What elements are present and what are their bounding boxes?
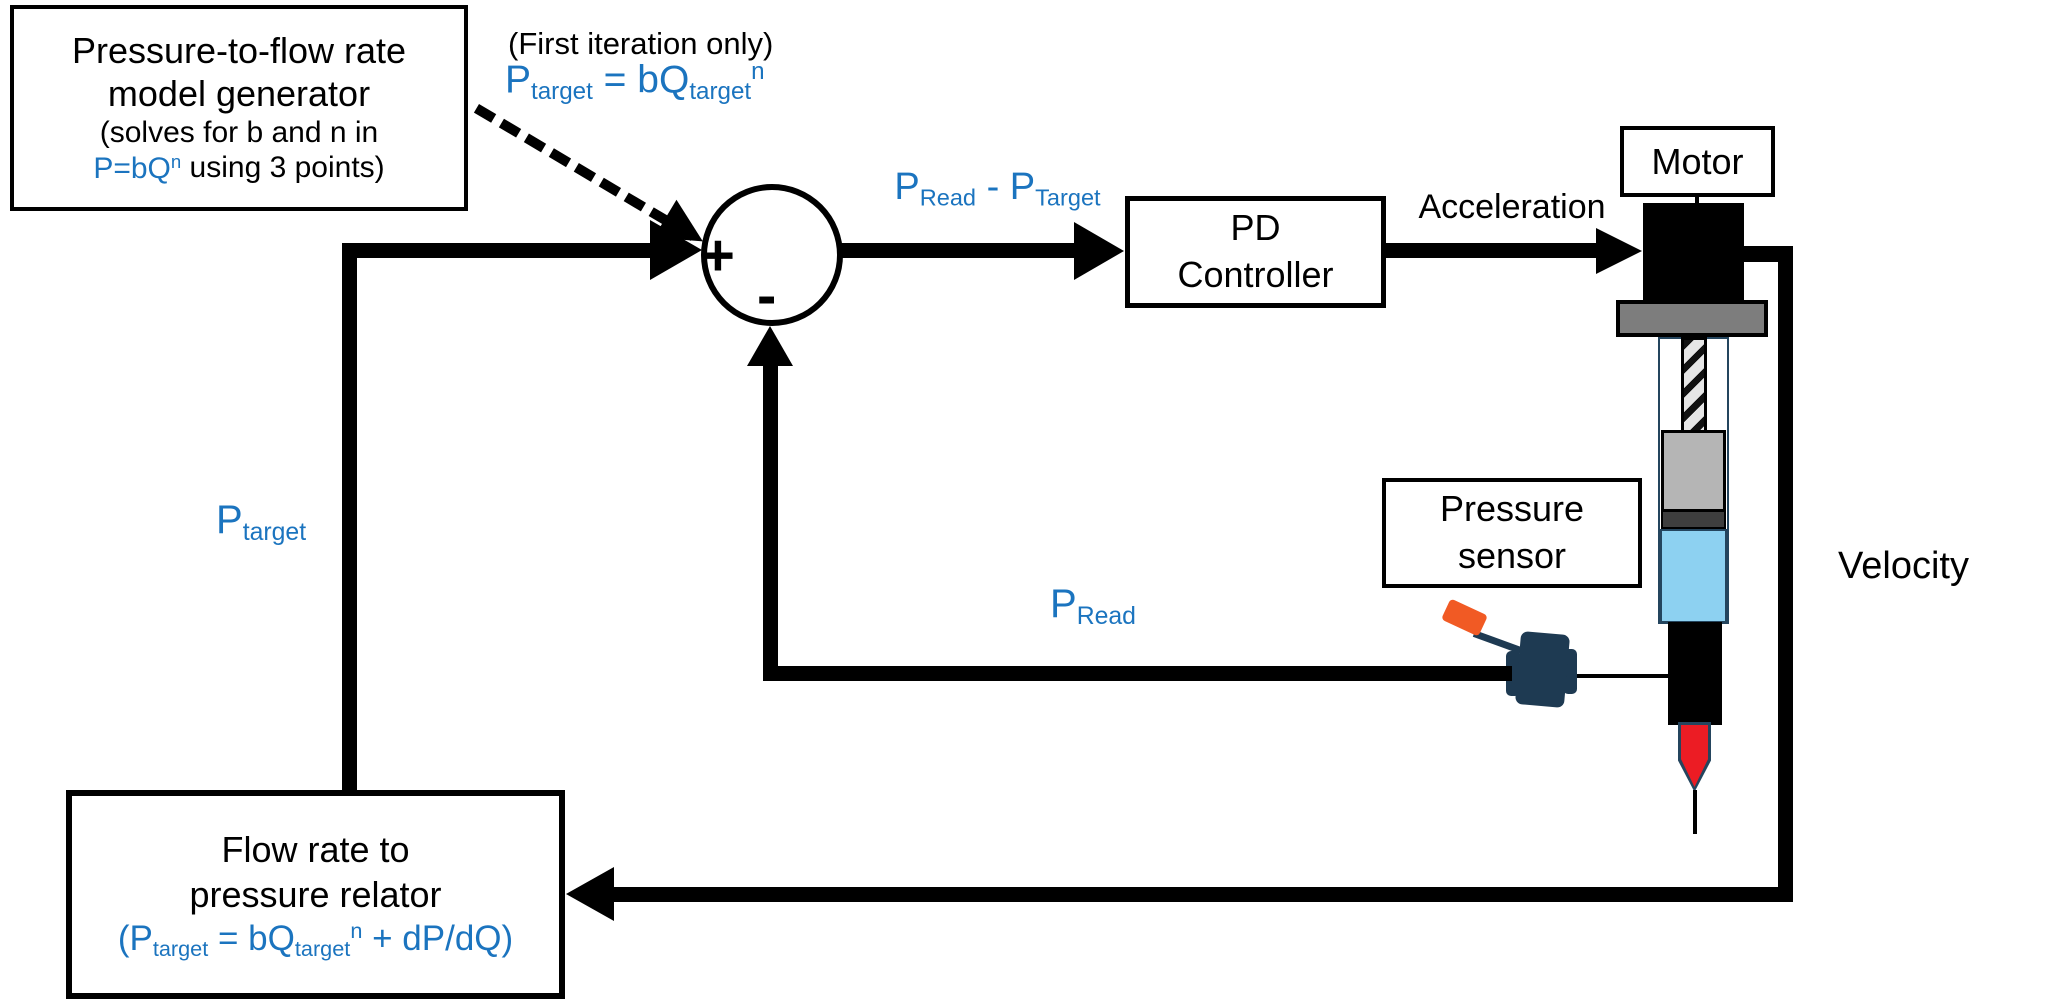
pd-controller-line1: PD: [1230, 207, 1281, 249]
sensor-to-syringe-line: [1577, 674, 1670, 678]
acceleration-arrow-head: [1596, 228, 1642, 274]
summing-junction: [701, 184, 843, 326]
velocity-label: Velocity: [1838, 545, 1969, 587]
flow-relator-line1: Flow rate to: [221, 828, 410, 870]
motor-body: [1643, 203, 1744, 303]
motor-label-box: Motor: [1620, 126, 1775, 197]
model-generator-box: Pressure-to-flow rate model generator (s…: [10, 5, 468, 211]
p-read-line-horizontal: [763, 666, 1512, 681]
syringe-liquid: [1660, 529, 1727, 623]
model-generator-line4: P=bQn using 3 points): [93, 150, 385, 185]
pressure-sensor-cap: [1441, 598, 1488, 637]
p-read-line-vertical: [763, 364, 778, 681]
pd-controller-box: PD Controller: [1125, 196, 1386, 308]
needle: [1693, 790, 1697, 834]
p-target-label: Ptarget: [216, 498, 307, 546]
lead-screw: [1681, 337, 1707, 433]
motor-connector-line: [1695, 197, 1699, 205]
pressure-sensor-box: Pressure sensor: [1382, 478, 1642, 588]
velocity-line-bottom: [608, 887, 1793, 902]
model-generator-line2: model generator: [107, 72, 371, 114]
p-target-line-vertical: [342, 243, 357, 792]
flow-relator-equation: (Ptarget = bQtargetn + dP/dQ): [117, 917, 514, 961]
plunger: [1661, 430, 1726, 512]
motor-label: Motor: [1651, 140, 1744, 182]
p-read-label: PRead: [1050, 582, 1136, 630]
first-iteration-note: (First iteration only): [508, 26, 774, 61]
velocity-arrow-head: [566, 867, 614, 921]
needle-tip: [1678, 722, 1711, 792]
plunger-stopper: [1661, 510, 1726, 529]
minus-sign: -: [757, 263, 777, 328]
acceleration-label: Acceleration: [1418, 188, 1606, 226]
error-signal-line: [838, 243, 1078, 258]
flow-relator-box: Flow rate to pressure relator (Ptarget =…: [66, 790, 565, 999]
pump-flange: [1616, 300, 1768, 337]
plus-sign: +: [701, 223, 735, 288]
flow-relator-line2: pressure relator: [189, 873, 442, 915]
error-signal-label: PRead - PTarget: [894, 166, 1101, 211]
pressure-sensor-line1: Pressure: [1439, 488, 1585, 530]
model-generator-line3: (solves for b and n in: [99, 115, 379, 149]
needle-hub: [1668, 622, 1722, 725]
p-target-line-horizontal: [342, 243, 652, 258]
pressure-sensor-body: [1514, 631, 1571, 708]
error-signal-arrow-head: [1074, 222, 1124, 280]
first-iteration-equation: Ptarget = bQtargetn: [505, 58, 765, 106]
model-generator-line1: Pressure-to-flow rate: [71, 30, 407, 72]
pd-controller-line2: Controller: [1177, 254, 1334, 295]
p-target-arrow-head: [650, 220, 702, 280]
pressure-sensor-line2: sensor: [1457, 535, 1567, 576]
acceleration-line: [1386, 243, 1598, 258]
velocity-line-vertical: [1778, 246, 1793, 902]
p-read-arrow-head: [747, 326, 793, 366]
needle-tip-fill: [1681, 725, 1708, 787]
